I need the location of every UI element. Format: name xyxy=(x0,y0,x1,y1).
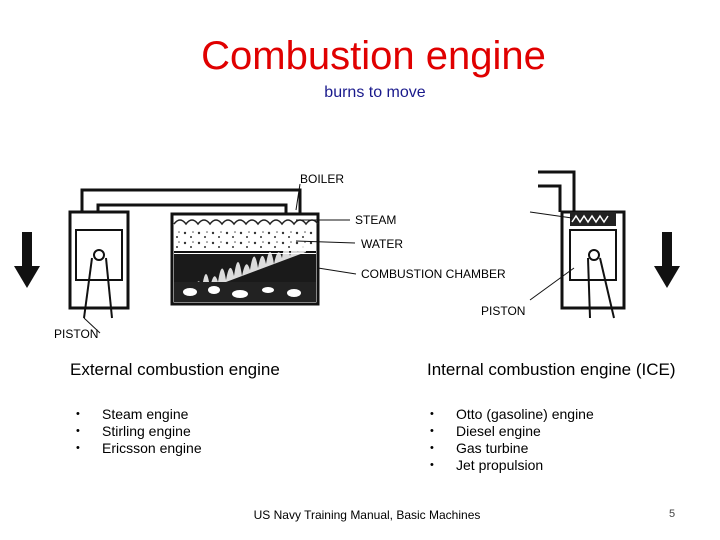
boiler xyxy=(170,212,320,306)
slide-title: Combustion engine xyxy=(201,34,546,78)
down-arrow-left-icon xyxy=(14,232,40,288)
label-steam: STEAM xyxy=(355,213,397,227)
label-piston-left: PISTON xyxy=(54,327,99,341)
down-arrow-right-icon xyxy=(654,232,680,288)
list-item: Gas turbine xyxy=(430,440,594,457)
slide-subtitle: burns to move xyxy=(324,84,426,101)
list-item: Jet propulsion xyxy=(430,457,594,474)
source-citation: US Navy Training Manual, Basic Machines xyxy=(253,508,481,522)
internal-heading: Internal combustion engine (ICE) xyxy=(427,360,676,379)
list-item: Steam engine xyxy=(76,406,202,423)
list-item: Stirling engine xyxy=(76,423,202,440)
label-piston-right: PISTON xyxy=(481,304,526,318)
label-boiler: BOILER xyxy=(300,172,345,186)
internal-list: Otto (gasoline) engine Diesel engine Gas… xyxy=(430,406,594,474)
label-water: WATER xyxy=(361,237,403,251)
list-item: Otto (gasoline) engine xyxy=(430,406,594,423)
external-list: Steam engine Stirling engine Ericsson en… xyxy=(76,406,202,457)
right-cylinder xyxy=(538,170,626,319)
left-cylinder xyxy=(68,210,130,319)
leader-lines xyxy=(83,183,575,334)
page-number: 5 xyxy=(669,508,676,520)
steam-pipe xyxy=(80,188,302,214)
external-heading: External combustion engine xyxy=(70,360,280,379)
label-combustion-chamber: COMBUSTION CHAMBER xyxy=(361,267,506,281)
list-item: Ericsson engine xyxy=(76,440,202,457)
list-item: Diesel engine xyxy=(430,423,594,440)
